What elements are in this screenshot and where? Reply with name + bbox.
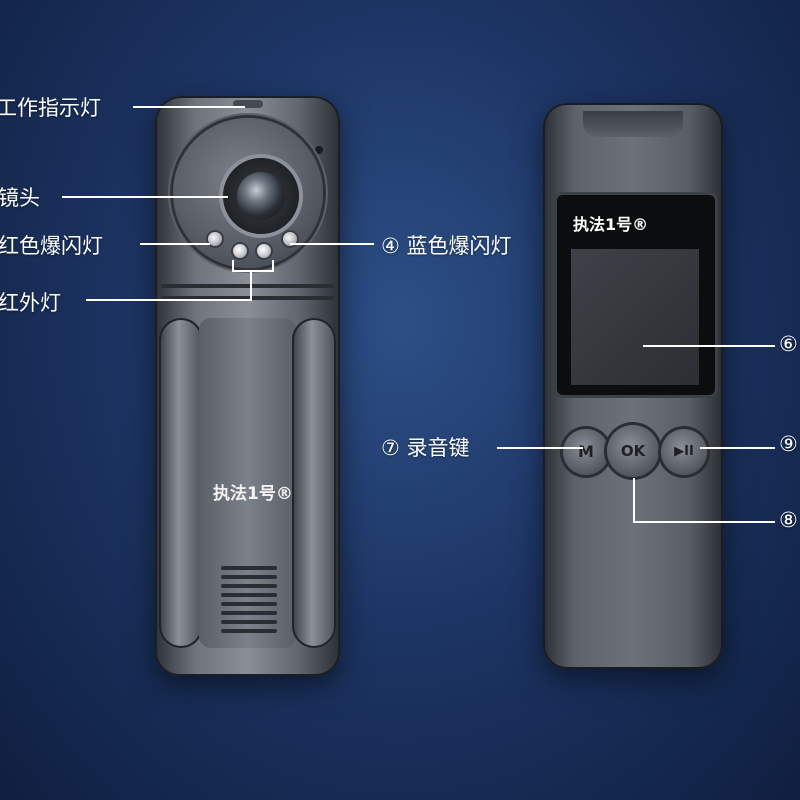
ok-button[interactable]: OK [607, 425, 659, 477]
lens-plate [173, 118, 323, 268]
body-groove-top [161, 284, 334, 288]
label-screen: ⑥ [779, 332, 798, 356]
leader-work-indicator [133, 106, 245, 108]
brand-logo-front: 执法1号® [213, 484, 293, 504]
leader-blue-flash [290, 243, 374, 245]
leader-ir-light [86, 299, 252, 301]
body-groove-bottom [161, 296, 334, 300]
camera-lens [223, 158, 299, 234]
ir-light-left [233, 244, 247, 258]
microphone-hole [315, 146, 323, 154]
leader-ir-light-vertical [250, 270, 252, 300]
leader-red-flash [140, 243, 210, 245]
label-play-key: ⑨ [779, 432, 798, 456]
record-button[interactable]: M [563, 429, 609, 475]
screen-display-area [571, 249, 699, 385]
label-record-key: ⑦ 录音键 [381, 436, 470, 460]
ir-bracket [232, 260, 274, 272]
leader-ok-key [633, 521, 775, 523]
leader-record-key [497, 447, 583, 449]
speaker-grille [221, 566, 277, 638]
leader-ok-key-vertical [633, 478, 635, 522]
brand-logo-screen: 执法1号® [573, 215, 649, 234]
left-grip [159, 318, 203, 648]
red-flash-light [208, 232, 222, 246]
label-ir-light: 红外灯 [0, 291, 61, 315]
leader-play-key [700, 447, 775, 449]
label-red-flash: 红色爆闪灯 [0, 234, 103, 258]
label-blue-flash: ④ 蓝色爆闪灯 [381, 234, 512, 258]
camera-front-view: 执法1号® [155, 96, 340, 676]
blue-flash-light [283, 232, 297, 246]
right-grip [292, 318, 336, 648]
lens-glass [237, 172, 285, 220]
label-lens: 镜头 [0, 186, 40, 210]
camera-back-view: 执法1号® M OK ▶II [543, 103, 723, 669]
top-cap [583, 111, 683, 137]
leader-lens [62, 196, 228, 198]
play-pause-button[interactable]: ▶II [661, 429, 707, 475]
leader-screen [643, 345, 775, 347]
lcd-screen: 执法1号® [557, 195, 715, 395]
label-ok-key: ⑧ [779, 508, 798, 532]
work-indicator-light [233, 100, 263, 108]
ir-light-right [257, 244, 271, 258]
label-work-indicator: 工作指示灯 [0, 96, 101, 120]
